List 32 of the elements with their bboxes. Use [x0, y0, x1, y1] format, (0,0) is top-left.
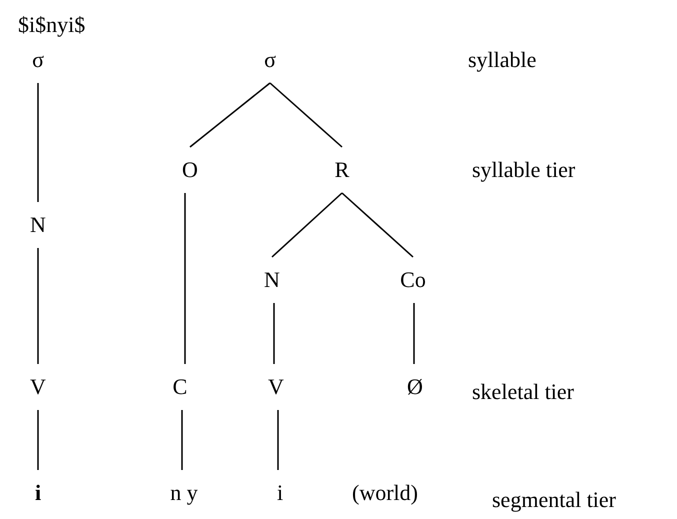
tree-branch-line: [37, 83, 39, 202]
tree-branch-line: [413, 303, 415, 364]
tree-branch-line: [272, 192, 342, 258]
tree-node-label: Co: [396, 257, 430, 303]
tree-node-label: i: [272, 470, 288, 516]
tree-branch-line: [342, 192, 414, 258]
tree-branch-line: [273, 303, 275, 364]
title-label: $i$nyi$: [18, 14, 86, 36]
tree-node-label: C: [168, 364, 192, 410]
tree-node-label: O: [178, 147, 202, 193]
tier-label: skeletal tier: [472, 381, 574, 403]
tree-branch-line: [37, 248, 39, 364]
tree-branch-line: [181, 410, 183, 470]
tree-node-label: Ø: [403, 364, 427, 410]
tree-branch-line: [184, 193, 186, 364]
tree-node-label: σ: [28, 37, 48, 83]
tree-branch-line: [270, 82, 342, 148]
tree-node-label: R: [330, 147, 354, 193]
tree-branch-line: [277, 410, 279, 470]
tier-label: syllable: [468, 49, 536, 71]
tree-node-label: σ: [260, 37, 280, 83]
tree-branch-line: [190, 82, 270, 148]
tree-node-label: i: [30, 470, 46, 516]
tree-node-label: N: [260, 257, 284, 303]
gloss-label: (world): [352, 482, 418, 504]
tier-label: segmental tier: [492, 489, 616, 511]
tree-node-label: N: [26, 202, 50, 248]
tree-node-label: V: [26, 364, 50, 410]
tree-branch-line: [37, 410, 39, 470]
tier-label: syllable tier: [472, 159, 576, 181]
tree-node-label: V: [264, 364, 288, 410]
tree-node-label: n y: [166, 470, 202, 516]
